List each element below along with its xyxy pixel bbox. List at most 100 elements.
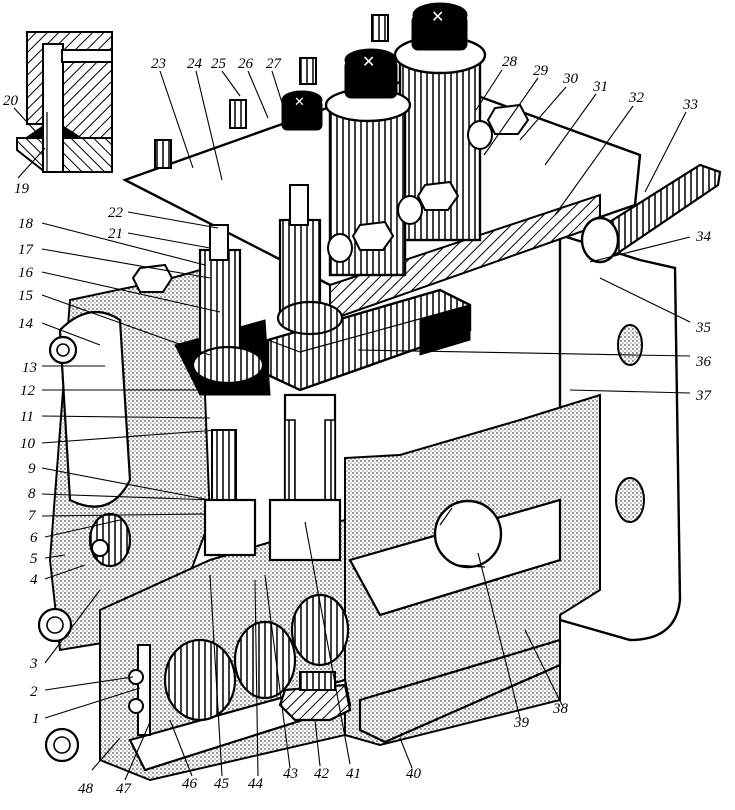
leader-30	[519, 86, 567, 141]
callout-31: 31	[592, 79, 608, 95]
inset-bore	[42, 43, 64, 173]
leader-27	[271, 70, 291, 129]
inset-side-port	[61, 49, 113, 63]
callout-15: 15	[18, 288, 34, 304]
leader-9	[41, 467, 211, 501]
plunger-barrel-2	[278, 184, 322, 317]
side-bolt-top-left	[131, 263, 174, 293]
leader-24	[195, 70, 223, 181]
callout-3: 3	[29, 656, 38, 672]
callout-19: 19	[14, 181, 30, 197]
leader-45	[209, 574, 223, 777]
clamp-bolt-mid	[416, 180, 460, 211]
callout-9: 9	[28, 461, 36, 477]
outlet-fitting-2	[229, 99, 247, 129]
leader-20	[13, 107, 39, 135]
callout-12: 12	[20, 383, 36, 399]
leader-21	[127, 232, 211, 249]
plunger-barrel-1	[198, 224, 242, 367]
callout-4: 4	[30, 572, 38, 588]
callout-46: 46	[182, 776, 198, 792]
callout-27: 27	[266, 56, 283, 72]
leader-16	[41, 271, 221, 313]
callout-47: 47	[116, 781, 133, 797]
leader-48	[91, 737, 121, 771]
callout-32: 32	[628, 90, 645, 106]
slotted-screw-front	[327, 233, 353, 263]
callout-44: 44	[248, 776, 264, 792]
callout-25: 25	[211, 56, 227, 72]
callout-17: 17	[18, 242, 35, 258]
leader-22	[127, 211, 219, 229]
callout-24: 24	[187, 56, 203, 72]
pump-housing	[37, 233, 682, 782]
leader-34	[589, 236, 691, 263]
gear-segment-2	[276, 300, 344, 336]
callout-22: 22	[108, 205, 124, 221]
callout-45: 45	[214, 776, 230, 792]
tappet-left	[203, 498, 257, 557]
leader-36	[357, 349, 691, 357]
leader-15	[41, 294, 211, 356]
hex-plug	[433, 499, 503, 569]
callout-33: 33	[682, 97, 698, 113]
callout-16: 16	[18, 265, 34, 281]
tappet-41	[268, 498, 342, 562]
leader-14	[41, 322, 101, 346]
clamp-bolt-30	[486, 103, 530, 135]
leader-4	[44, 564, 86, 580]
leader-17	[41, 248, 211, 279]
leader-28	[475, 69, 503, 111]
leader-25	[221, 70, 241, 97]
leader-7	[41, 513, 206, 517]
callout-42: 42	[314, 766, 330, 782]
callout-2: 2	[30, 684, 38, 700]
callout-labels: 20 19 23 24 25 26 27 28 29 30 31 32 33 3…	[3, 54, 713, 797]
callout-38: 38	[552, 701, 569, 717]
outlet-fitting-4	[371, 14, 389, 42]
leader-47	[124, 721, 151, 781]
mount-bolt-lower	[44, 727, 80, 763]
leader-32	[554, 105, 634, 216]
leader-10	[41, 429, 219, 444]
callout-11: 11	[20, 409, 34, 425]
callout-28: 28	[502, 54, 518, 70]
callout-37: 37	[695, 388, 713, 404]
callout-13: 13	[22, 360, 37, 376]
leader-37	[569, 389, 691, 394]
leader-44	[254, 579, 259, 777]
leader-46	[169, 719, 193, 777]
leader-33	[644, 111, 687, 193]
leader-11	[41, 415, 211, 419]
callout-40: 40	[406, 766, 422, 782]
leader-29	[483, 77, 539, 156]
housing-bottom-rail	[358, 638, 562, 744]
leader-43	[264, 574, 291, 769]
leader-35	[599, 277, 691, 323]
leader-41	[304, 521, 351, 765]
callout-26: 26	[238, 56, 254, 72]
outlet-fitting-1	[154, 139, 172, 169]
callout-23: 23	[151, 56, 166, 72]
knurled-cap-cutaway: ✕	[281, 90, 323, 131]
callout-10: 10	[20, 436, 36, 452]
mount-bolt-upper	[37, 607, 73, 643]
inset-lower-body	[16, 137, 113, 173]
callout-18: 18	[18, 216, 34, 232]
locking-plate	[137, 644, 151, 736]
leader-19	[17, 147, 46, 179]
drain-plug-hex	[278, 683, 352, 722]
callout-8: 8	[28, 486, 36, 502]
cap-mark-cutaway: ✕	[294, 95, 305, 110]
leader-40	[399, 737, 413, 769]
plunger-spring-right	[283, 393, 337, 507]
cavity-shadow-right	[419, 304, 471, 356]
slotted-screw-mid	[397, 195, 423, 225]
pump-head-section: ✕ ✕ ✕	[121, 2, 722, 562]
callout-21: 21	[108, 226, 123, 242]
leader-8	[41, 493, 216, 501]
leader-18	[41, 222, 206, 266]
callout-34: 34	[695, 229, 712, 245]
side-bolt-14	[48, 335, 78, 365]
